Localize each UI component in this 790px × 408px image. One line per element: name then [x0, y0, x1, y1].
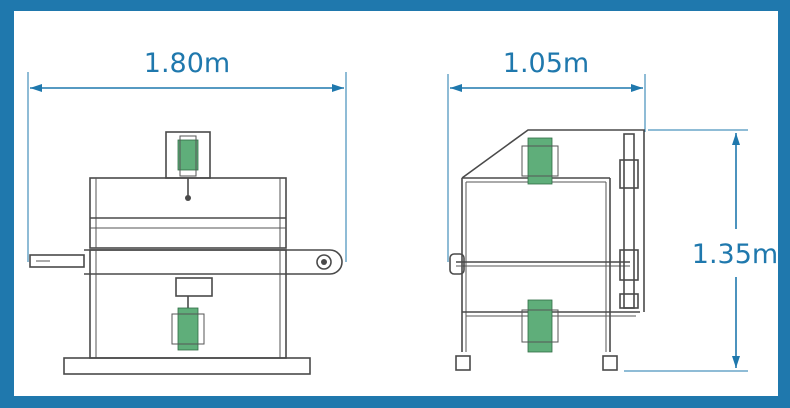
- side-roller: [449, 253, 465, 275]
- side-foot-left: [455, 355, 471, 371]
- lower-motor: [177, 307, 199, 351]
- side-upper-motor: [527, 137, 553, 185]
- side-foot-right: [602, 355, 618, 371]
- frame-bottom: [0, 396, 790, 408]
- frame-right: [778, 0, 790, 408]
- height-label: 1.35m: [692, 239, 778, 270]
- front-width-label: 1.80m: [144, 48, 230, 79]
- front-width-dimension: 1.80m: [27, 48, 347, 262]
- frame-top: [0, 0, 790, 11]
- height-dimension: 1.35m: [624, 129, 778, 372]
- frame-left: [0, 0, 14, 408]
- side-hood: [461, 129, 645, 312]
- base-plate: [63, 357, 311, 375]
- side-width-label: 1.05m: [503, 48, 589, 79]
- control-box: [175, 277, 213, 297]
- front-view: 1.80m: [27, 48, 347, 375]
- side-lower-motor: [527, 299, 553, 353]
- side-width-dimension: 1.05m: [447, 48, 646, 262]
- conveyor-belt: [29, 249, 343, 275]
- side-view: 1.05m 1.35m: [447, 48, 778, 372]
